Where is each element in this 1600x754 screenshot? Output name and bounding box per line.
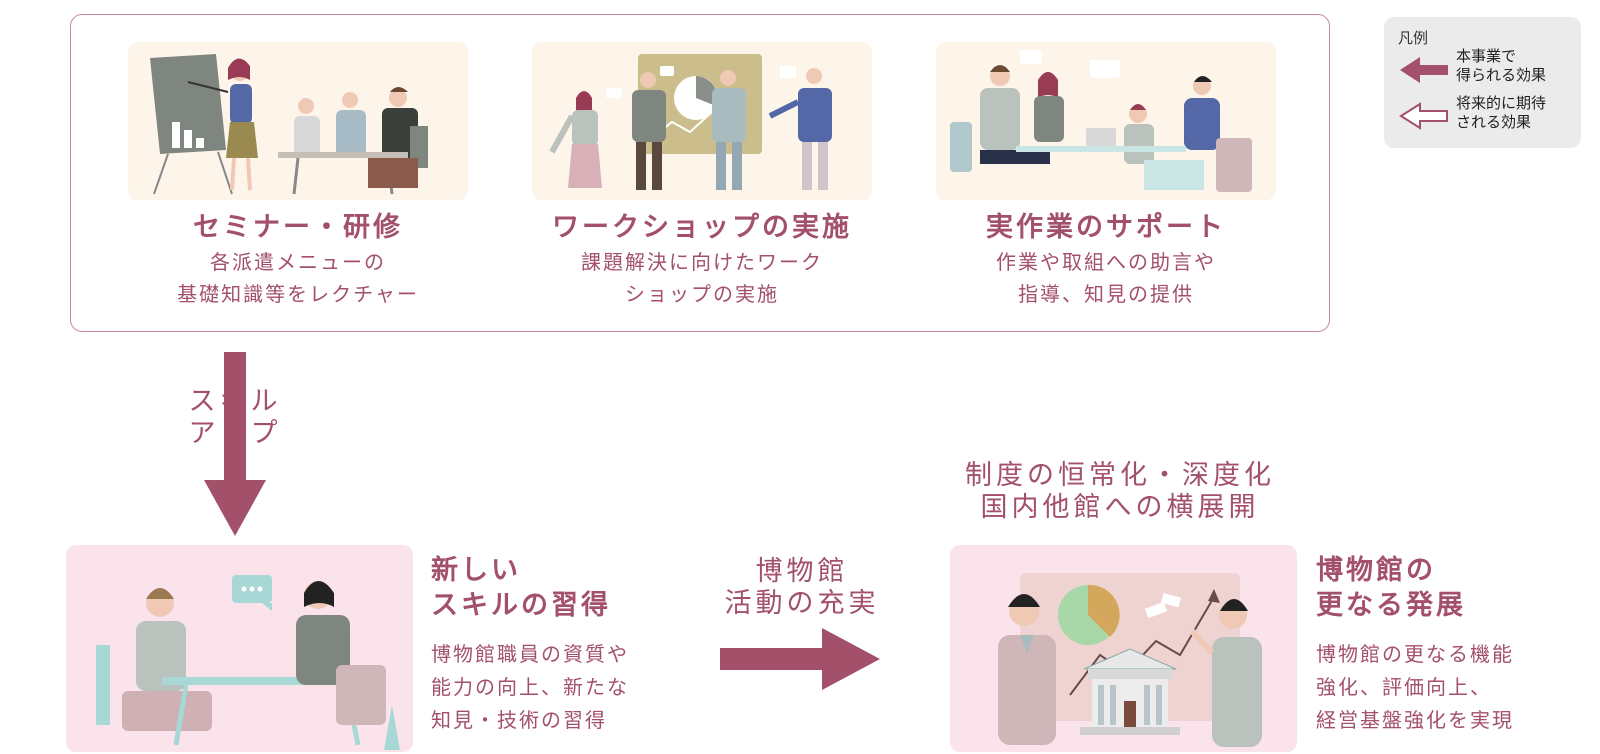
result-desc-museum-development: 博物館の更なる機能 強化、評価向上、 経営基盤強化を実現 [1316,638,1514,737]
seminar-illustration [128,42,468,200]
arrow-label-line: 博物館 [755,556,849,587]
result-desc-line: 能力の向上、新たな [431,675,629,699]
legend: 凡例 本事業で 得られる効果 将来的に期待 される効果 [1384,17,1581,148]
result-desc-line: 強化、評価向上、 [1316,675,1492,699]
arrow-label-line: スキル [188,386,282,417]
service-desc-workshop: 課題解決に向けたワーク ショップの実施 [532,246,872,310]
workshop-illustration [532,42,872,200]
result-desc-line: 知見・技術の習得 [431,708,607,732]
service-title-seminar: セミナー・研修 [193,212,403,243]
museum-activity-arrow [720,628,880,690]
museum-activity-label: 博物館 活動の充実 [712,556,892,620]
service-desc-line: 各派遣メニューの [210,250,386,274]
service-desc-line: 指導、知見の提供 [1018,282,1194,306]
skill-acquisition-illustration [66,545,413,752]
future-expansion-label: 制度の恒常化・深度化 国内他館への横展開 [950,460,1290,524]
legend-title: 凡例 [1398,29,1429,47]
outline-arrow-icon [1399,102,1448,130]
service-desc-seminar: 各派遣メニューの 基礎知識等をレクチャー [128,246,468,310]
solid-arrow-icon [1400,57,1448,83]
skill-up-label: スキル アップ [180,386,290,450]
service-desc-line: ショップの実施 [625,282,779,306]
legend-solid-text: 本事業で 得られる効果 [1456,47,1546,85]
service-desc-support: 作業や取組への助言や 指導、知見の提供 [936,246,1276,310]
support-illustration [936,42,1276,200]
support-menu-frame [70,14,1330,332]
result-title-new-skill: 新しい スキルの習得 [431,553,611,623]
service-title-workshop: ワークショップの実施 [552,212,852,243]
result-desc-line: 経営基盤強化を実現 [1316,708,1514,732]
museum-development-illustration [950,545,1297,752]
service-title-support: 実作業のサポート [986,212,1226,243]
legend-line: される効果 [1456,113,1532,131]
result-title-line: 更なる発展 [1316,590,1466,621]
arrow-label-line: 活動の充実 [724,588,880,619]
result-desc-line: 博物館職員の資質や [431,642,629,666]
result-title-museum-development: 博物館の 更なる発展 [1316,553,1466,623]
legend-outline-text: 将来的に期待 される効果 [1456,94,1546,132]
legend-line: 将来的に期待 [1456,94,1547,112]
result-title-line: 新しい [431,555,521,586]
legend-line: 得られる効果 [1456,66,1547,84]
skill-up-arrow [204,352,266,536]
future-label-line: 国内他館への横展開 [980,492,1260,523]
result-title-line: スキルの習得 [431,590,611,621]
result-desc-new-skill: 博物館職員の資質や 能力の向上、新たな 知見・技術の習得 [431,638,629,737]
legend-line: 本事業で [1456,47,1517,65]
service-desc-line: 作業や取組への助言や [996,250,1216,274]
future-label-line: 制度の恒常化・深度化 [965,460,1275,491]
result-title-line: 博物館の [1316,555,1436,586]
service-desc-line: 課題解決に向けたワーク [581,250,823,274]
service-desc-line: 基礎知識等をレクチャー [177,282,419,306]
arrow-label-line: アップ [188,418,282,449]
result-desc-line: 博物館の更なる機能 [1316,642,1514,666]
